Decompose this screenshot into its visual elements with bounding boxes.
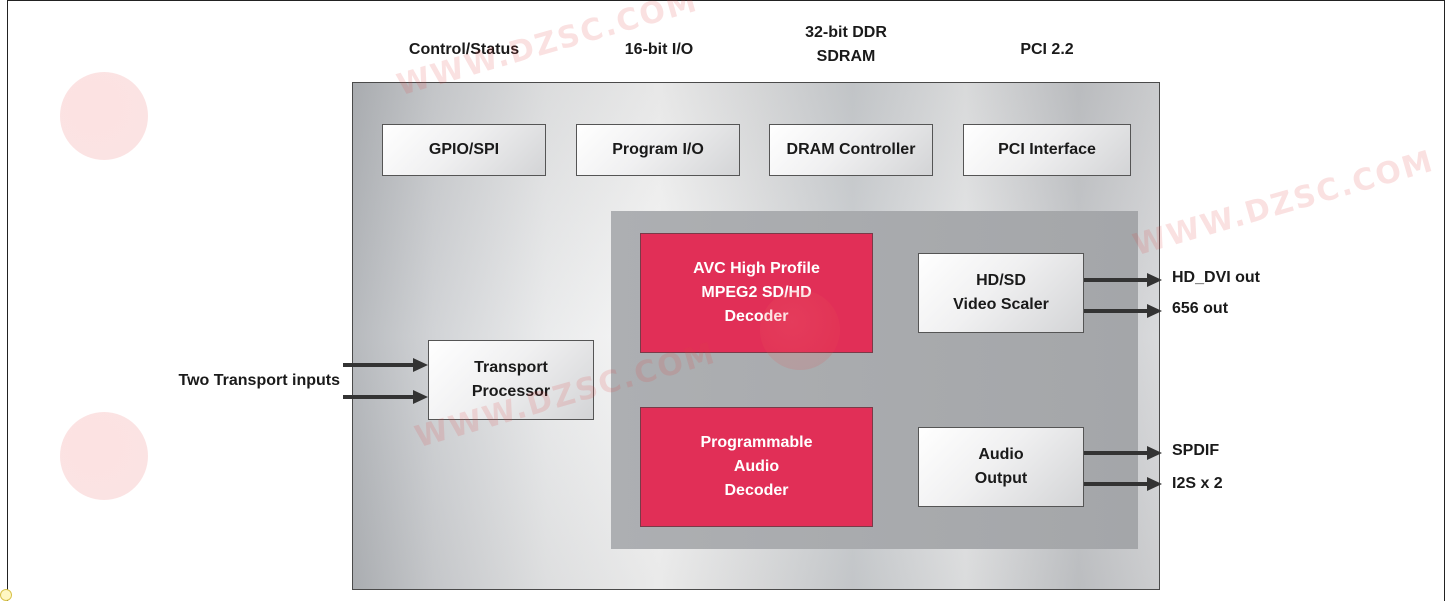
i2s-label: I2S x 2 bbox=[1172, 475, 1223, 492]
transport-processor-line2: Processor bbox=[471, 383, 551, 400]
spdif-label: SPDIF bbox=[1172, 442, 1220, 459]
label-control-status: Control/Status bbox=[408, 41, 520, 58]
audio-output-line2: Output bbox=[974, 470, 1028, 487]
audio-decoder-line1: Programmable bbox=[700, 434, 813, 451]
656-output-arrow bbox=[1084, 304, 1162, 318]
video-decoder-line2: MPEG2 SD/HD bbox=[701, 284, 812, 301]
outer-frame bbox=[7, 0, 1445, 601]
audio-output-line1: Audio bbox=[978, 446, 1024, 463]
audio-decoder-block: Programmable Audio Decoder bbox=[640, 407, 873, 527]
pci-interface-block: PCI Interface bbox=[963, 124, 1131, 176]
transport-input-arrow-2 bbox=[343, 390, 428, 404]
gpio-spi-block: GPIO/SPI bbox=[382, 124, 546, 176]
656-out-label: 656 out bbox=[1172, 300, 1229, 317]
audio-decoder-line3: Decoder bbox=[724, 482, 789, 499]
video-decoder-block: AVC High Profile MPEG2 SD/HD Decoder bbox=[640, 233, 873, 353]
transport-processor-block: Transport Processor bbox=[428, 340, 594, 420]
hd-dvi-out-label: HD_DVI out bbox=[1172, 269, 1260, 286]
label-pci: PCI 2.2 bbox=[1020, 41, 1074, 58]
gpio-spi-label: GPIO/SPI bbox=[428, 141, 500, 158]
i2s-output-arrow bbox=[1084, 477, 1162, 491]
transport-inputs-label: Two Transport inputs bbox=[178, 372, 340, 389]
transport-input-arrow-1 bbox=[343, 358, 428, 372]
dram-controller-label: DRAM Controller bbox=[786, 141, 916, 158]
hd-dvi-output-arrow bbox=[1084, 273, 1162, 287]
video-decoder-line3: Decoder bbox=[724, 308, 789, 325]
spdif-output-arrow bbox=[1084, 446, 1162, 460]
program-io-block: Program I/O bbox=[576, 124, 740, 176]
audio-decoder-line2: Audio bbox=[733, 458, 780, 475]
label-ddr-sdram: 32-bit DDR SDRAM bbox=[746, 21, 946, 69]
video-decoder-line1: AVC High Profile bbox=[693, 260, 820, 277]
dram-controller-block: DRAM Controller bbox=[769, 124, 933, 176]
label-ddr-line2: SDRAM bbox=[816, 48, 876, 65]
audio-output-block: Audio Output bbox=[918, 427, 1084, 507]
pci-interface-label: PCI Interface bbox=[998, 141, 1096, 158]
program-io-label: Program I/O bbox=[612, 141, 704, 158]
label-ddr-line1: 32-bit DDR bbox=[805, 24, 887, 41]
transport-processor-line1: Transport bbox=[474, 359, 548, 376]
corner-marker bbox=[0, 589, 12, 601]
video-scaler-block: HD/SD Video Scaler bbox=[918, 253, 1084, 333]
label-16bit-io: 16-bit I/O bbox=[624, 41, 694, 58]
video-scaler-line1: HD/SD bbox=[976, 272, 1026, 289]
video-scaler-line2: Video Scaler bbox=[953, 296, 1049, 313]
